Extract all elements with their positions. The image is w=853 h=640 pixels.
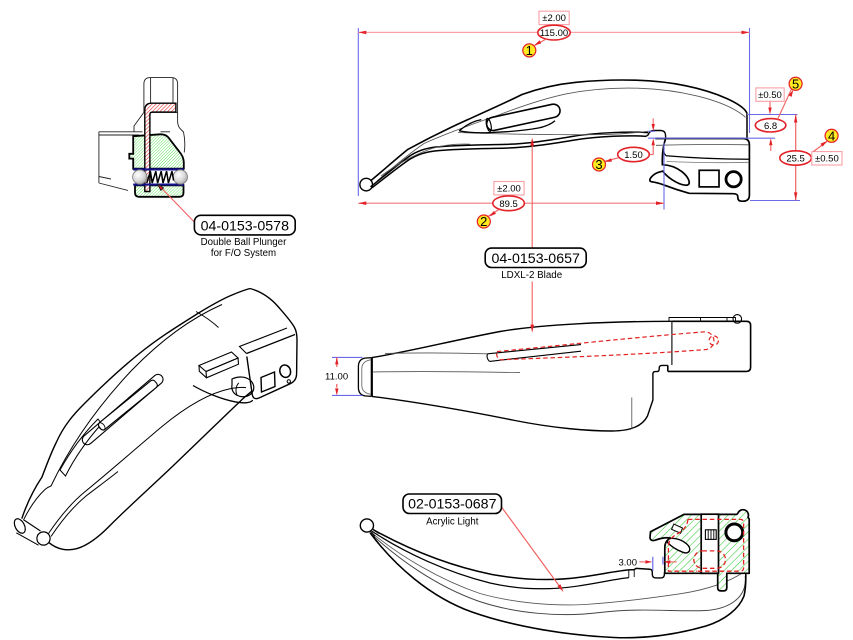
svg-text:±0.50: ±0.50 <box>758 90 782 101</box>
svg-text:Acrylic Light: Acrylic Light <box>426 516 479 527</box>
svg-text:for F/O System: for F/O System <box>211 248 276 259</box>
svg-text:02-0153-0687: 02-0153-0687 <box>408 497 496 513</box>
svg-text:±0.50: ±0.50 <box>815 154 839 165</box>
svg-text:115.00: 115.00 <box>540 28 568 39</box>
svg-text:11.00: 11.00 <box>325 372 348 383</box>
svg-text:5: 5 <box>792 77 799 92</box>
svg-text:04-0153-0657: 04-0153-0657 <box>492 251 580 267</box>
svg-text:3.00: 3.00 <box>619 557 638 568</box>
svg-text:4: 4 <box>828 129 835 144</box>
svg-text:Double Ball Plunger: Double Ball Plunger <box>201 237 287 248</box>
svg-text:2: 2 <box>480 214 487 229</box>
svg-text:1.50: 1.50 <box>624 150 643 161</box>
svg-text:3: 3 <box>595 157 602 172</box>
svg-text:25.5: 25.5 <box>786 154 805 165</box>
svg-text:1: 1 <box>526 43 533 58</box>
svg-text:04-0153-0578: 04-0153-0578 <box>201 218 289 234</box>
svg-text:±2.00: ±2.00 <box>497 184 521 195</box>
svg-text:6.8: 6.8 <box>764 121 777 132</box>
svg-text:±2.00: ±2.00 <box>542 13 566 24</box>
svg-text:LDXL-2 Blade: LDXL-2 Blade <box>501 270 563 281</box>
svg-text:89.5: 89.5 <box>499 199 518 210</box>
